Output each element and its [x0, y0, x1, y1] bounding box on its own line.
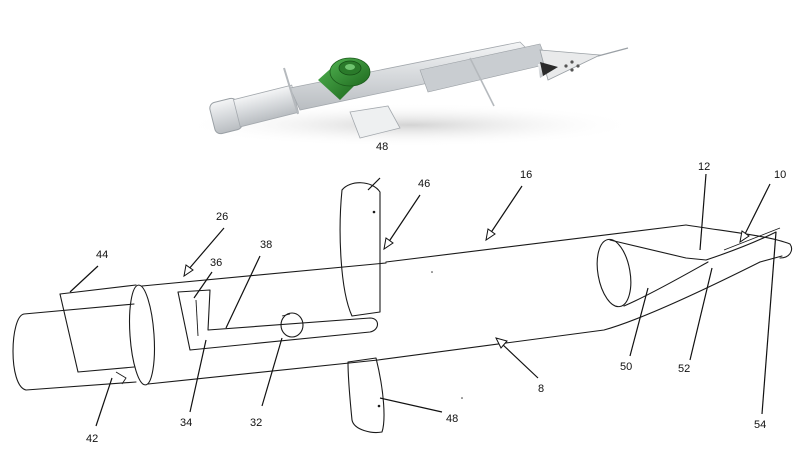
label-32: 32 — [250, 417, 262, 429]
label-42: 42 — [86, 433, 98, 445]
upper-wing — [339, 182, 381, 317]
label-48-top: 48 — [376, 141, 388, 153]
label-36: 36 — [210, 257, 222, 269]
line-drawing — [12, 182, 793, 434]
lower-wing — [349, 105, 401, 139]
label-48-bottom: 48 — [446, 413, 458, 425]
label-46: 46 — [418, 178, 430, 190]
label-12: 12 — [698, 161, 710, 173]
lower-wing — [347, 357, 385, 434]
label-50: 50 — [620, 361, 632, 373]
reference-labels: 48 46 16 12 10 26 44 36 38 50 52 54 8 32… — [86, 141, 786, 445]
upper-wing-left — [283, 67, 299, 115]
needle-bevel — [540, 62, 558, 76]
needle-tip — [597, 47, 629, 57]
hub-ring — [128, 284, 156, 386]
label-54: 54 — [754, 419, 766, 431]
upper-wing-right — [469, 57, 495, 107]
needle — [705, 231, 777, 261]
rear-cap-end — [12, 313, 27, 391]
label-8: 8 — [538, 383, 544, 395]
label-52: 52 — [678, 363, 690, 375]
slot — [177, 289, 379, 351]
port-cylinder — [280, 312, 304, 338]
label-16: 16 — [520, 169, 532, 181]
drop-shadow — [180, 103, 640, 147]
label-26: 26 — [216, 211, 228, 223]
leader-lines — [69, 173, 777, 427]
label-34: 34 — [180, 417, 192, 429]
label-10: 10 — [774, 169, 786, 181]
label-38: 38 — [260, 239, 272, 251]
inner-cone-base — [596, 238, 632, 308]
product-illustration — [180, 41, 640, 147]
label-44: 44 — [96, 249, 108, 261]
